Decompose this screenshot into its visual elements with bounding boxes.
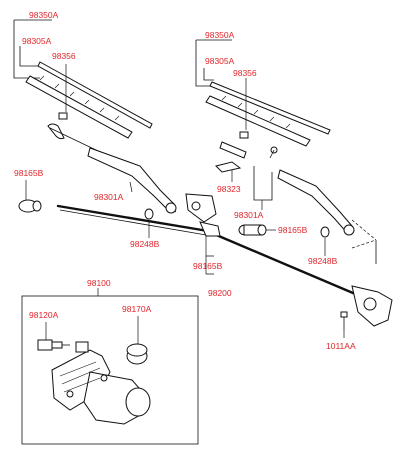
label-center-98200: 98200: [208, 288, 232, 298]
label-motor-98120A: 98120A: [29, 310, 59, 320]
label-center-98165B: 98165B: [193, 261, 223, 271]
right-98248B-bushing: [320, 226, 330, 256]
label-left-98248B: 98248B: [130, 239, 160, 249]
center-98165B-cap: [238, 224, 276, 236]
motor-98170A-grommet: [126, 316, 148, 365]
label-1011AA: 1011AA: [326, 341, 356, 351]
label-right-98323: 98323: [217, 184, 241, 194]
left-wiper-blade: [13, 19, 153, 139]
label-right-98356: 98356: [233, 68, 257, 78]
left-98165B-cap: [18, 180, 42, 213]
wiper-linkage-98200: [56, 193, 393, 327]
label-right-98350A: 98350A: [205, 30, 235, 40]
motor-98120A-connector: [37, 322, 70, 351]
left-blade-clip: [58, 112, 68, 120]
label-right-98301A: 98301A: [234, 210, 264, 220]
label-left-98165B: 98165B: [14, 168, 44, 178]
motor-assembly-box: [21, 295, 199, 445]
label-left-98356: 98356: [52, 51, 76, 61]
label-motor-98170A: 98170A: [122, 304, 152, 314]
label-left-98301A: 98301A: [94, 192, 124, 202]
bolt-1011AA: [340, 311, 348, 338]
label-right-98305A: 98305A: [205, 56, 235, 66]
right-wiper-arm: [215, 141, 355, 236]
label-right-98248B: 98248B: [308, 256, 338, 266]
left-wiper-arm: [47, 123, 177, 214]
right-blade-clip: [239, 131, 249, 139]
label-left-98305A: 98305A: [22, 36, 52, 46]
right-wiper-blade: [195, 39, 331, 147]
label-right-98165B: 98165B: [278, 225, 308, 235]
left-98248B-bushing: [144, 208, 154, 238]
label-motor-98100: 98100: [87, 278, 111, 288]
label-left-98350A: 98350A: [29, 10, 59, 20]
wiper-motor-98100: [51, 341, 151, 425]
